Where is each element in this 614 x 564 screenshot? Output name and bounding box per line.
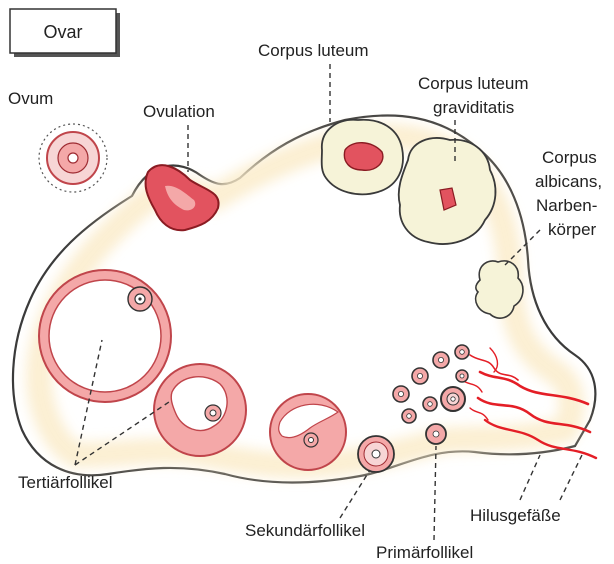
label-corpus-albicans-4: körper — [548, 220, 597, 239]
leader-hilus-2 — [560, 455, 582, 500]
primary-follicle — [455, 345, 469, 359]
tertiary-follicle-large — [39, 270, 171, 402]
corpus-luteum — [322, 120, 403, 195]
label-sekundaerfollikel: Sekundärfollikel — [245, 521, 365, 540]
primary-follicle — [412, 368, 428, 384]
label-corpus-luteum-graviditatis-2: graviditatis — [433, 98, 514, 117]
label-hilusgefaesse: Hilusgefäße — [470, 506, 561, 525]
label-corpus-albicans-2: albicans, — [535, 172, 602, 191]
tertiary-follicle-small — [270, 394, 346, 470]
label-corpus-luteum: Corpus luteum — [258, 41, 369, 60]
label-corpus-albicans-1: Corpus — [542, 148, 597, 167]
secondary-follicle — [358, 436, 394, 472]
label-corpus-albicans-3: Narben- — [536, 196, 597, 215]
primary-follicle — [441, 387, 465, 411]
tertiary-follicle-medium — [154, 364, 246, 456]
ovum — [39, 124, 107, 192]
corpus-luteum-graviditatis — [399, 138, 496, 244]
label-tertiaerfollikel: Tertiärfollikel — [18, 473, 112, 492]
primary-follicle — [423, 397, 437, 411]
title-text: Ovar — [43, 22, 82, 42]
label-primaerfollikel: Primärfollikel — [376, 543, 473, 562]
leader-hilus-1 — [520, 455, 540, 500]
label-ovulation: Ovulation — [143, 102, 215, 121]
primary-follicle — [393, 386, 409, 402]
primary-follicle — [426, 424, 446, 444]
primary-follicle — [433, 352, 449, 368]
primary-follicle — [402, 409, 416, 423]
leader-primaer — [434, 446, 436, 540]
label-corpus-luteum-graviditatis-1: Corpus luteum — [418, 74, 529, 93]
label-ovum: Ovum — [8, 89, 53, 108]
title-box: Ovar — [10, 9, 120, 57]
primary-follicle — [456, 370, 468, 382]
